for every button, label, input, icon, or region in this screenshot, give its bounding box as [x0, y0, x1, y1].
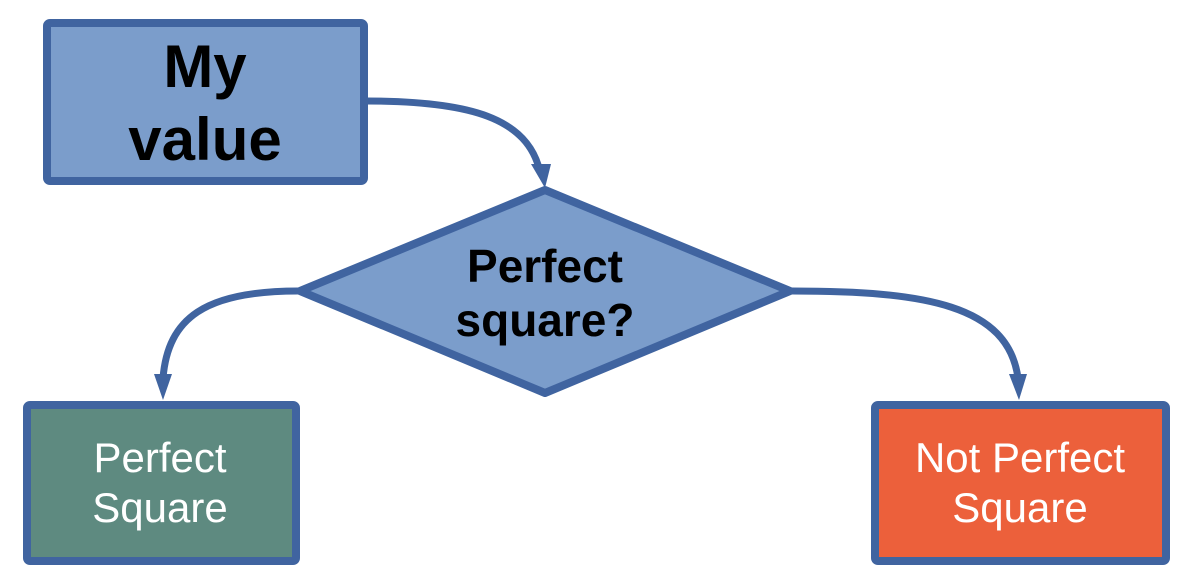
start-node-line2: value [128, 106, 281, 173]
arrow-decision-to-no [791, 287, 1022, 379]
decision-node-line1: Perfect [467, 240, 623, 292]
decision-node-line2: square? [456, 294, 635, 346]
perfect-square-node [23, 401, 300, 565]
not-perfect-square-node [871, 401, 1170, 565]
perfect-square-line2: Square [92, 484, 227, 531]
start-node-line1: My [163, 33, 247, 100]
arrowhead-icon [531, 164, 551, 188]
arrow-decision-to-yes [159, 287, 299, 379]
not-perfect-square-line1: Not Perfect [915, 434, 1125, 481]
perfect-square-line1: Perfect [93, 434, 226, 481]
arrow-start-to-decision [365, 97, 544, 173]
arrowhead-icon [154, 374, 172, 400]
start-node [43, 19, 368, 185]
not-perfect-square-line2: Square [952, 484, 1087, 531]
decision-node [296, 186, 794, 397]
arrowhead-icon [1009, 374, 1027, 400]
